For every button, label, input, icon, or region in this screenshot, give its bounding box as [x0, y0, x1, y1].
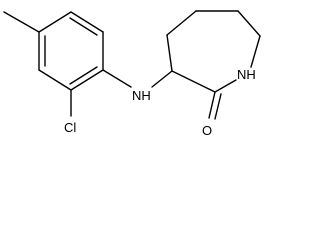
- bond-ring-c1-c2: [38, 11, 72, 33]
- bond-c4-c5: [166, 10, 197, 36]
- bond-n-c2: [214, 79, 237, 93]
- atom-label-chlorine: Cl: [64, 120, 76, 135]
- bond-c3-c4: [166, 34, 173, 72]
- bond-ring-c4-c5-double: [69, 66, 98, 85]
- atom-label-nh-ring: NH: [237, 67, 256, 82]
- bond-c2-o-double: [214, 93, 222, 120]
- bond-c7-n: [250, 35, 261, 68]
- bond-ring-c5-c6: [38, 69, 72, 91]
- atom-label-oxygen: O: [202, 123, 212, 138]
- bond-ring-c3-c3-double: [69, 17, 98, 36]
- bond-c6-c7: [237, 10, 261, 37]
- bond-c2-c3: [171, 70, 216, 93]
- structure-diagram: NH NH Cl O: [3, 10, 261, 138]
- bond-ring-c4-c5: [70, 69, 104, 91]
- bond-c2-o: [208, 91, 216, 119]
- bond-aryl-nh: [102, 69, 132, 88]
- bond-nh-c3: [151, 70, 173, 88]
- bond-methyl: [3, 11, 40, 33]
- bond-ring-c2-c3: [70, 11, 104, 33]
- atom-label-nh-amine: NH: [132, 88, 151, 103]
